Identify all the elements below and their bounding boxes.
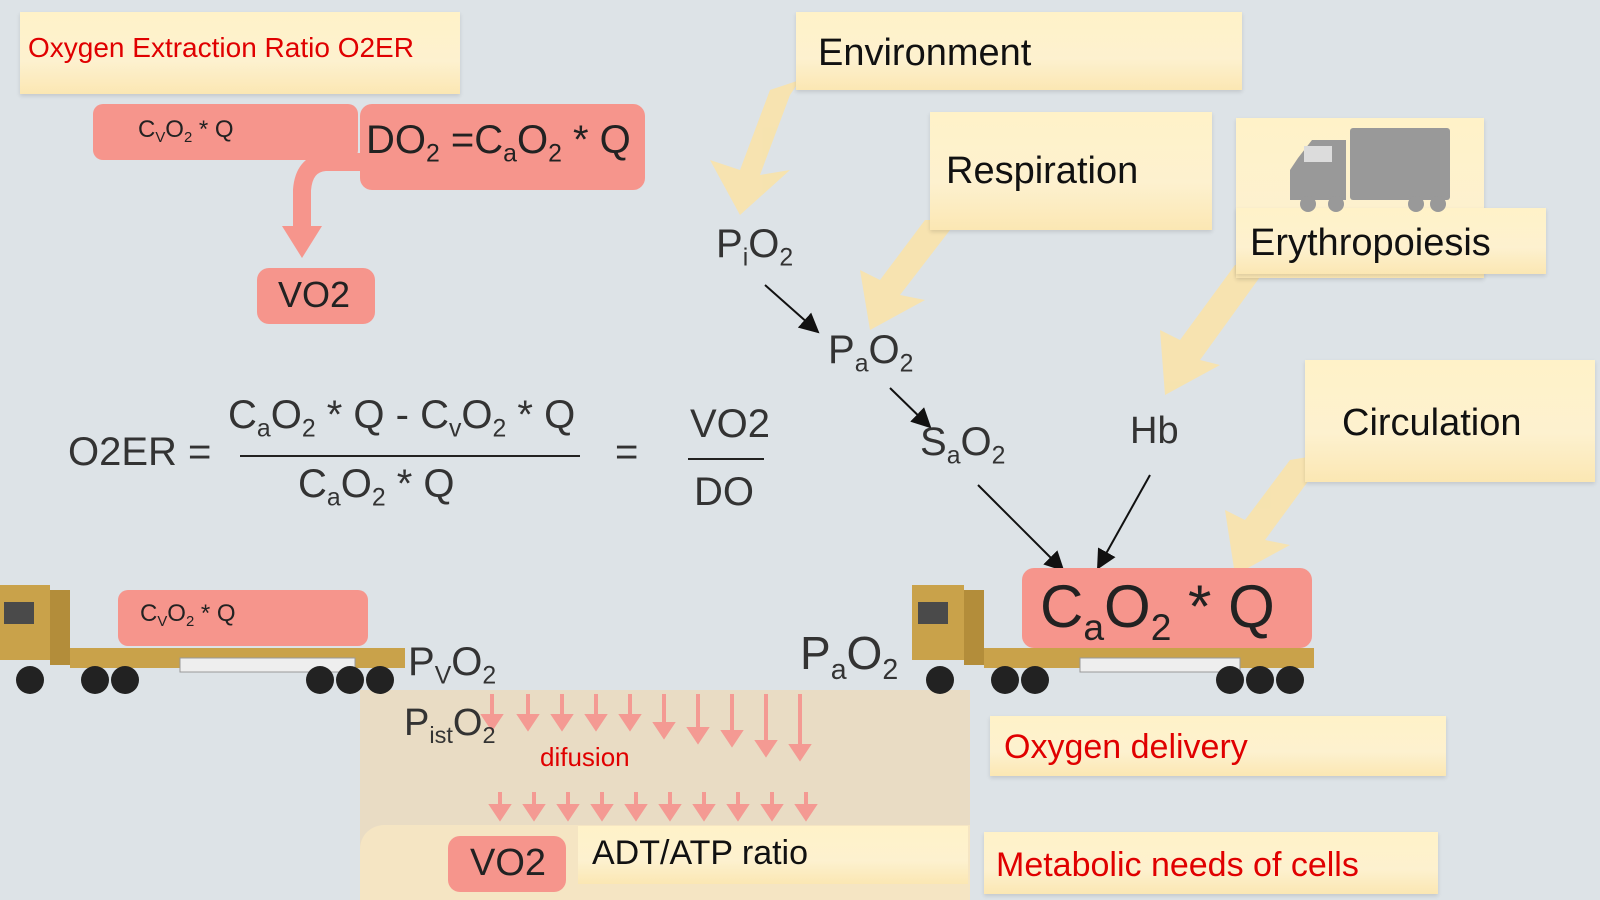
equals-sign: = <box>615 430 639 474</box>
respiration-box <box>930 112 1212 230</box>
environment-arrow <box>710 80 800 215</box>
erythropoiesis-arrow <box>1160 260 1265 395</box>
pio2-label: PiO2 <box>716 222 794 272</box>
cvo2q-truck-box <box>118 590 368 646</box>
cvo2q-small-box <box>93 104 358 160</box>
o2er-fraction-line <box>240 455 580 457</box>
vo2-label: VO2 <box>278 274 351 315</box>
cvo2q-truck-text: CVO2 * Q <box>140 600 236 631</box>
o2er-numerator: CaO2 * Q - CvO2 * Q <box>228 393 576 443</box>
pao2-mid-label: PaO2 <box>828 328 914 378</box>
respiration-arrow <box>860 220 950 330</box>
pio2-to-pao2-arrow <box>764 284 820 334</box>
o2er-label: O2ER = <box>68 430 212 474</box>
cvo2q-small-text: CVO2 * Q <box>138 116 234 147</box>
circulation-arrow <box>1225 455 1320 575</box>
pao2-to-sao2-arrow <box>889 387 932 429</box>
erythropoiesis-label-box <box>1236 208 1546 274</box>
respiration-label: Respiration <box>946 150 1139 192</box>
metabolic-box <box>984 832 1438 894</box>
environment-box <box>796 12 1242 90</box>
vo2-bottom-label: VO2 <box>470 842 547 884</box>
erythropoiesis-label: Erythropoiesis <box>1250 222 1491 264</box>
oxygen-delivery-label: Oxygen delivery <box>1004 728 1248 766</box>
vo2-box <box>257 268 375 324</box>
circulation-box <box>1305 360 1595 482</box>
do-denominator: DO <box>694 470 754 514</box>
cao2q-big-text: CaO2 * Q <box>1040 573 1275 649</box>
vo2-bottom-box <box>448 836 566 892</box>
sao2-to-cao2-arrow <box>977 484 1065 572</box>
vo2-do-fraction-line <box>688 458 764 460</box>
environment-label: Environment <box>818 32 1032 74</box>
do2-formula-text: DO2 =CaO2 * Q <box>366 118 631 168</box>
pvo2-label: PVO2 <box>408 640 497 690</box>
sao2-label: SaO2 <box>920 420 1006 470</box>
adt-atp-box <box>578 826 968 884</box>
pao2-bottom-label: PaO2 <box>800 627 899 686</box>
title-box <box>20 12 460 94</box>
circulation-label: Circulation <box>1342 402 1522 444</box>
hb-to-cao2-arrow <box>1097 474 1151 570</box>
metabolic-label: Metabolic needs of cells <box>996 846 1359 884</box>
difusion-label: difusion <box>540 742 630 772</box>
hb-label: Hb <box>1130 410 1179 452</box>
do2-formula-box <box>360 104 645 190</box>
vo2-numerator: VO2 <box>690 402 771 446</box>
do2-to-vo2-arrow <box>293 153 360 228</box>
o2er-denominator: CaO2 * Q <box>298 462 455 512</box>
title-label: Oxygen Extraction Ratio O2ER <box>28 32 414 63</box>
adt-atp-label: ADT/ATP ratio <box>592 834 809 872</box>
cao2q-big-box <box>1022 568 1312 648</box>
pisto2-label: PistO2 <box>404 702 496 749</box>
oxygen-delivery-box <box>990 716 1446 776</box>
